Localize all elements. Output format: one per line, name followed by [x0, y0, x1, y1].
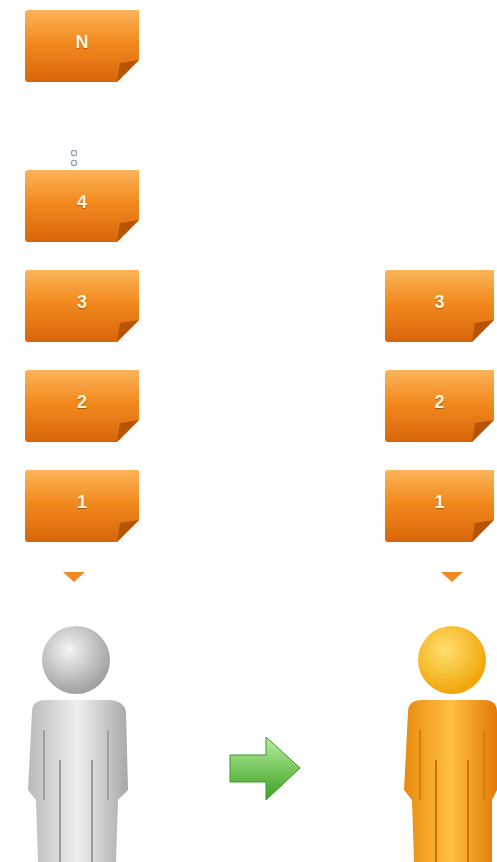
note-number: 1	[25, 470, 139, 512]
sticky-note: 2	[385, 370, 494, 442]
sticky-note: 1	[385, 470, 494, 542]
sticky-note: 4	[25, 170, 139, 242]
note-number: N	[25, 10, 139, 52]
pointer-triangle	[63, 572, 85, 582]
note-number: 3	[25, 270, 139, 312]
sticky-note: 2	[25, 370, 139, 442]
sticky-note: 1	[25, 470, 139, 542]
note-number: 3	[385, 270, 494, 312]
note-number: 2	[25, 370, 139, 412]
pointer-triangle	[441, 572, 463, 582]
transition-arrow	[230, 737, 300, 800]
orange-person	[404, 626, 497, 862]
note-number: 1	[385, 470, 494, 512]
sticky-note: 3	[25, 270, 139, 342]
grey-person	[28, 626, 128, 862]
note-number: 4	[25, 170, 139, 212]
sticky-note: N	[25, 10, 139, 82]
sticky-note: 3	[385, 270, 494, 342]
note-number: 2	[385, 370, 494, 412]
